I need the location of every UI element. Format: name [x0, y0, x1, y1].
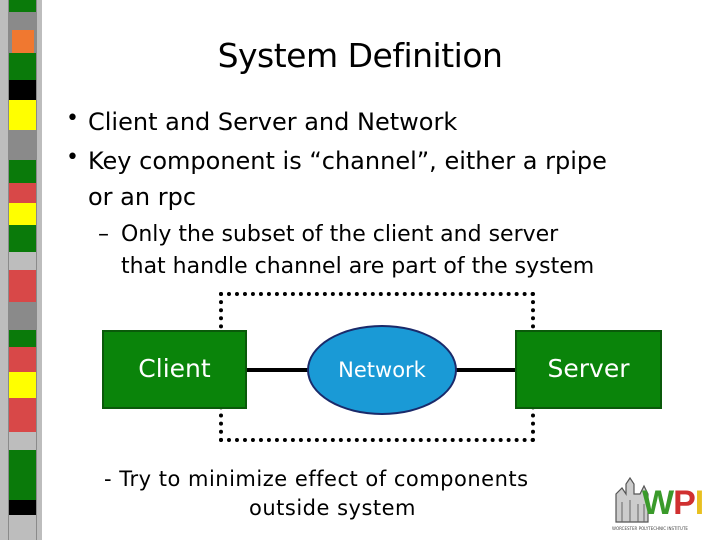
sub-bullet-line-2: that handle channel are part of the syst…	[121, 254, 595, 279]
bullet-1: Client and Server and Network	[88, 108, 458, 136]
footer-line-1: - Try to minimize effect of components	[104, 467, 529, 491]
sub-bullet-dash: –	[98, 222, 109, 247]
bullet-2-cont: or an rpc	[88, 183, 197, 211]
bullet-2: Key component is “channel”, either a rpi…	[88, 147, 607, 175]
sub-bullet-line-1: Only the subset of the client and server	[121, 222, 559, 247]
bullet-icon: •	[66, 145, 79, 170]
logo-subtitle: WORCESTER POLYTECHNIC INSTITUTE	[612, 526, 688, 531]
network-ellipse: Network	[307, 325, 457, 415]
client-box: Client	[102, 330, 247, 409]
server-box: Server	[515, 330, 662, 409]
network-server-link	[455, 368, 517, 372]
bullet-icon: •	[66, 106, 79, 131]
decorative-strip	[0, 0, 42, 540]
client-network-link	[246, 368, 310, 372]
wpi-logo: WPI WORCESTER POLYTECHNIC INSTITUTE	[612, 476, 712, 534]
footer-line-2: outside system	[249, 496, 417, 520]
slide-title: System Definition	[217, 36, 503, 75]
